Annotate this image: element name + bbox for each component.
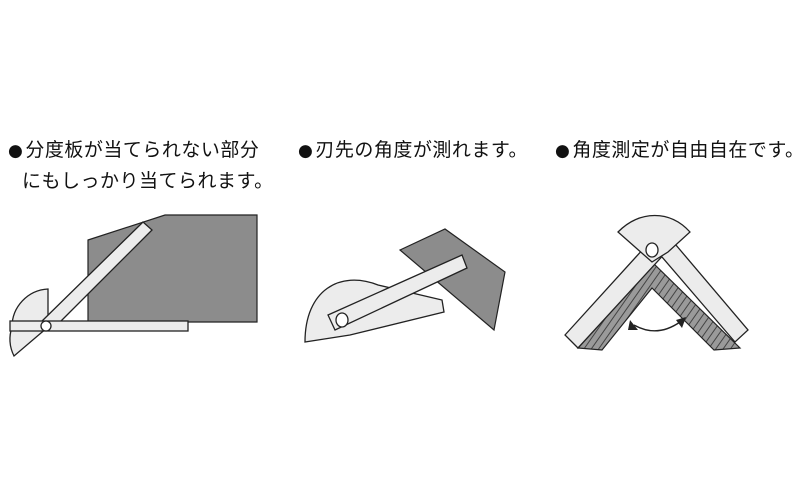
caption-1-line-1: 分度板が当てられない部分 [25, 139, 260, 161]
arrow-head-left-icon [628, 320, 638, 330]
pivot-screw-icon [645, 242, 659, 258]
bullet-icon: ● [555, 141, 571, 161]
caption-panel-1: ●分度板が当てられない部分 にもしっかり当てられます。 [8, 135, 274, 196]
protractor-measuring-blade-edge-illustration [304, 228, 506, 343]
caption-panel-3: ●角度測定が自由自在です。 [555, 135, 800, 166]
pivot-screw-icon [40, 320, 52, 332]
caption-panel-2: ●刃先の角度が測れます。 [298, 135, 528, 166]
pivot-screw-icon [335, 312, 349, 328]
protractor-arm [327, 254, 468, 331]
straight-ruler [9, 320, 189, 332]
protractor-ruler-against-block-illustration [9, 214, 258, 358]
caption-3-line-1: 角度測定が自由自在です。 [572, 139, 800, 161]
arrow-head-right-icon [676, 317, 686, 328]
protractor-head [617, 214, 691, 263]
angle-arrow-icon [633, 321, 681, 332]
caption-1-line-2: にもしっかり当てられます。 [22, 170, 274, 192]
blade-stock-shape [398, 228, 506, 332]
bullet-icon: ● [8, 141, 24, 161]
bullet-icon: ● [298, 141, 314, 161]
protractor-measuring-inside-angle-illustration [564, 214, 749, 351]
caption-2-line-1: 刃先の角度が測れます。 [315, 139, 528, 161]
